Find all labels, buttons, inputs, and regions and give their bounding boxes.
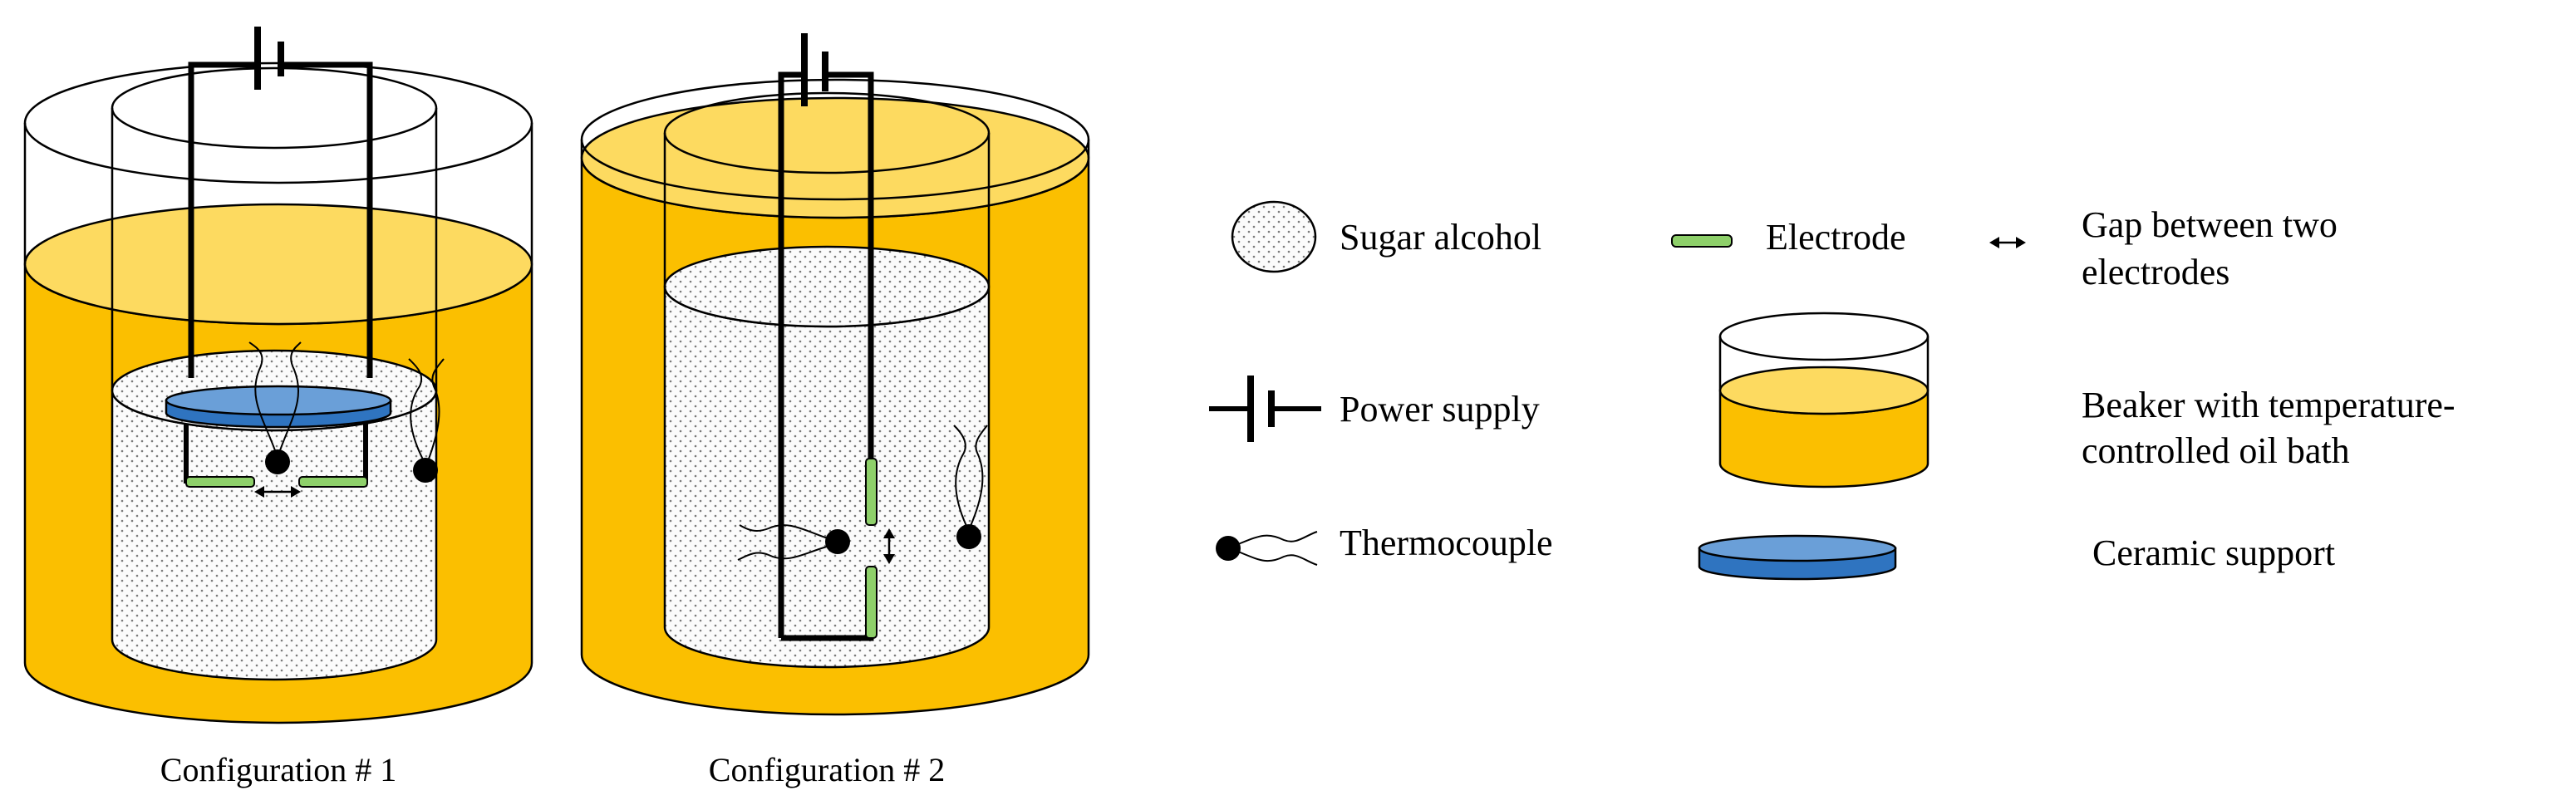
- power-supply-symbol: [801, 33, 828, 106]
- electrode-left: [185, 476, 255, 488]
- thermocouple-side: [953, 425, 988, 549]
- thermocouple-side: [408, 358, 445, 483]
- legend-gap-label-line1: Gap between two: [2082, 204, 2338, 245]
- electrode-upper: [865, 458, 878, 526]
- thermocouple-swatch: [1216, 531, 1318, 566]
- electrode-lower: [865, 566, 878, 639]
- ceramic-support-swatch: [1698, 534, 1897, 581]
- caption-configuration-2: Configuration # 2: [709, 751, 945, 788]
- legend-beaker-label-line2: controlled oil bath: [2082, 430, 2350, 471]
- gap-arrow: [254, 486, 301, 498]
- gap-arrow-swatch: [1989, 237, 2026, 248]
- electrode-right: [298, 476, 368, 488]
- configuration-2-diagram: [580, 33, 1090, 716]
- thermocouple-center: [737, 524, 850, 561]
- power-supply-swatch: [1209, 376, 1321, 442]
- electrode-swatch: [1671, 234, 1733, 248]
- sugar-alcohol-body: [111, 390, 438, 681]
- legend: Sugar alcohol Electrode Gap between two …: [1209, 200, 2456, 581]
- sugar-alcohol-body: [663, 286, 991, 669]
- oil-surface: [23, 203, 533, 326]
- legend-gap-label-line2: electrodes: [2082, 252, 2229, 292]
- legend-thermocouple-label: Thermocouple: [1340, 523, 1553, 563]
- ceramic-support: [165, 385, 392, 429]
- configuration-1-diagram: [23, 27, 533, 724]
- legend-sugar-alcohol-label: Sugar alcohol: [1340, 217, 1541, 258]
- legend-power-supply-label: Power supply: [1340, 389, 1540, 430]
- legend-electrode-label: Electrode: [1766, 217, 1906, 258]
- beaker-swatch: [1718, 312, 1930, 488]
- legend-beaker-label-line1: Beaker with temperature-: [2082, 385, 2456, 425]
- power-wire: [188, 61, 373, 378]
- caption-configuration-1: Configuration # 1: [160, 751, 396, 788]
- power-supply-symbol: [254, 27, 284, 90]
- legend-ceramic-support-label: Ceramic support: [2092, 533, 2335, 573]
- thermocouple-center: [248, 341, 302, 474]
- inner-beaker-rim: [663, 91, 991, 174]
- gap-arrow: [883, 528, 895, 564]
- sugar-alcohol-swatch: [1231, 200, 1317, 273]
- inner-beaker-rim: [111, 66, 438, 150]
